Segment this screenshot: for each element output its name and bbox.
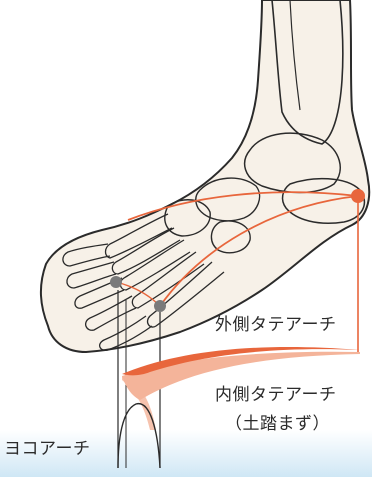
first-metatarsal-head-point <box>154 300 166 312</box>
fifth-metatarsal-head-point <box>110 276 122 288</box>
transverse-arch-label: ヨコアーチ <box>4 434 90 459</box>
medial-arch-note-label: （土踏まず） <box>225 409 330 434</box>
medial-arch-label: 内側タテアーチ <box>215 380 336 405</box>
foot-outline <box>41 0 369 352</box>
lateral-arch-label: 外側タテアーチ <box>215 310 336 335</box>
